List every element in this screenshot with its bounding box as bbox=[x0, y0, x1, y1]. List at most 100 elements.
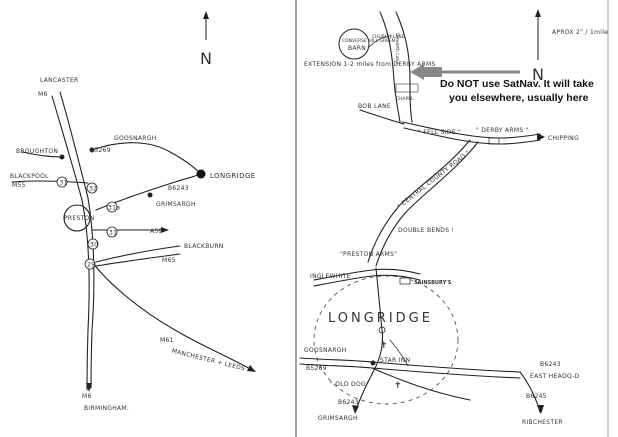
m65-road-lower bbox=[95, 253, 181, 267]
satnav-warning-line1: Do NOT use SatNav. It will take bbox=[440, 78, 594, 90]
label-hill-green: CONVERSE HILL GREEN bbox=[342, 38, 395, 44]
label-goosnargh: GOOSNARGH bbox=[114, 135, 157, 142]
m61-road bbox=[91, 261, 253, 371]
barn-track bbox=[367, 35, 393, 49]
m6-road-left bbox=[51, 95, 90, 391]
junction-markers: 31 32 31a 30 29 31 bbox=[56, 176, 120, 270]
label-longridge-left: LONGRIDGE bbox=[210, 172, 256, 180]
label-star-inn: STAR INN bbox=[380, 357, 410, 364]
bob-lane-road bbox=[359, 109, 405, 125]
a59-arrow bbox=[161, 227, 169, 233]
b6243-ribchester-road bbox=[371, 367, 471, 401]
left-map: N 31 32 bbox=[10, 11, 256, 412]
chapel-box bbox=[395, 83, 419, 93]
label-fell-side: " FELL SIDE " bbox=[418, 129, 461, 136]
inglewhite-road-2 bbox=[313, 274, 421, 287]
label-grimsargh-left: GRIMSARGH bbox=[156, 201, 196, 208]
scale-label: APROX 2" / 1mile bbox=[552, 29, 608, 36]
label-b5269-right: B5269 bbox=[306, 365, 327, 372]
label-goosnargh-right: GOOSNARGH bbox=[304, 347, 347, 354]
label-derby-arms: " DERBY ARMS " bbox=[476, 127, 529, 134]
label-ribchester: RIBCHESTER bbox=[522, 419, 563, 426]
fell-side-road bbox=[401, 121, 541, 139]
church-lane-road-2 bbox=[395, 11, 413, 123]
grimsargh-marker bbox=[147, 192, 153, 198]
label-grimsargh-right: GRIMSARGH bbox=[318, 415, 358, 422]
label-chapel: CHAPEL bbox=[396, 96, 414, 102]
m6-arrow bbox=[86, 383, 92, 392]
m65-road-upper bbox=[95, 245, 181, 263]
derby-arms-marker bbox=[488, 137, 500, 145]
label-sainsburys: SAINSBURY'S bbox=[414, 280, 452, 286]
label-extension: EXTENSION 1-2 miles from DERBY ARMS bbox=[304, 61, 436, 68]
label-lancaster: LANCASTER bbox=[40, 77, 79, 84]
b5269-right-road-2 bbox=[299, 363, 521, 379]
cross-marker: ✝ bbox=[380, 341, 388, 351]
label-m61: M61 bbox=[160, 337, 174, 344]
local-road bbox=[389, 339, 409, 367]
preston-ring bbox=[63, 204, 91, 232]
label-whalley: EAST HEADQ-D bbox=[530, 373, 580, 380]
goosnargh-marker bbox=[89, 147, 95, 153]
label-m6-bottom: M6 bbox=[82, 393, 92, 400]
longridge-main-street bbox=[355, 267, 384, 411]
grimsargh-arrow bbox=[352, 405, 359, 414]
b6243-road bbox=[95, 173, 202, 211]
label-m65: M65 bbox=[162, 257, 176, 264]
junction-label: 30 bbox=[90, 242, 98, 249]
notice-arrow-body bbox=[424, 67, 442, 77]
label-old-dog: " OLD DOG" bbox=[330, 381, 369, 388]
north-label-left: N bbox=[200, 49, 212, 68]
main-road-right bbox=[375, 141, 479, 267]
inglewhite-road bbox=[313, 268, 421, 281]
label-birmingham: BIRMINGHAM. bbox=[84, 405, 129, 412]
label-double-bends: DOUBLE BENDS ! bbox=[398, 227, 454, 234]
cross-marker: ✝ bbox=[394, 381, 402, 391]
satnav-warning-line2: you elsewhere, usually here bbox=[449, 92, 589, 104]
main-road-left bbox=[367, 139, 471, 263]
label-blackpool: BLACKPOOL bbox=[10, 173, 49, 180]
notice-arrow-head bbox=[410, 64, 424, 80]
label-b6243: B6243 bbox=[168, 185, 189, 192]
label-b5269: B5269 bbox=[90, 147, 111, 154]
label-b6243-b: B6243 bbox=[540, 361, 561, 368]
m55-road bbox=[11, 180, 89, 184]
b5269-right-road bbox=[299, 357, 521, 373]
junction-label: 31 bbox=[60, 180, 68, 187]
north-label-right: N bbox=[532, 65, 544, 84]
label-dilworth: Dilworth Lane bbox=[394, 33, 400, 64]
label-bob-lane: BOB LANE bbox=[358, 103, 391, 110]
label-preston: PRESTON bbox=[64, 215, 94, 222]
label-a59: A59 bbox=[150, 228, 163, 235]
barn-circle bbox=[338, 28, 370, 60]
label-b6245: B6245 bbox=[526, 393, 547, 400]
longridge-marker bbox=[196, 169, 206, 179]
junction-label: 32 bbox=[89, 186, 97, 193]
north-arrow-left: N bbox=[200, 11, 212, 68]
chipping-arrow bbox=[537, 133, 545, 141]
label-blackburn: BLACKBURN bbox=[184, 243, 224, 250]
label-b6243-a: B6243 bbox=[338, 399, 359, 406]
north-arrow-right: N bbox=[532, 9, 544, 84]
junction-label: 31a bbox=[108, 205, 120, 212]
star-inn-marker bbox=[370, 360, 376, 366]
label-preston-arms: "PRESTON ARMS" bbox=[340, 251, 397, 258]
label-m6-top: M6 bbox=[38, 91, 48, 98]
label-chipping: CHIPPING bbox=[548, 135, 579, 142]
fell-side-road-2 bbox=[403, 127, 541, 145]
label-longridge-right: LONGRIDGE bbox=[328, 311, 433, 326]
label-inglewhite: INGLEWHITE bbox=[310, 273, 351, 280]
label-barn: BARN bbox=[348, 45, 366, 52]
label-church-lane: CHURCH LANE bbox=[372, 34, 405, 40]
junction-label: 31 bbox=[109, 230, 117, 237]
m61-arrow bbox=[247, 365, 256, 372]
church-marker bbox=[378, 326, 386, 334]
b5269-road bbox=[91, 142, 202, 175]
ribchester-arrow bbox=[537, 405, 544, 414]
label-m55: M55 bbox=[12, 182, 26, 189]
broughton-road bbox=[21, 151, 63, 158]
church-lane-road bbox=[379, 11, 401, 123]
broughton-marker bbox=[59, 154, 65, 160]
junction-label: 29 bbox=[87, 262, 95, 269]
